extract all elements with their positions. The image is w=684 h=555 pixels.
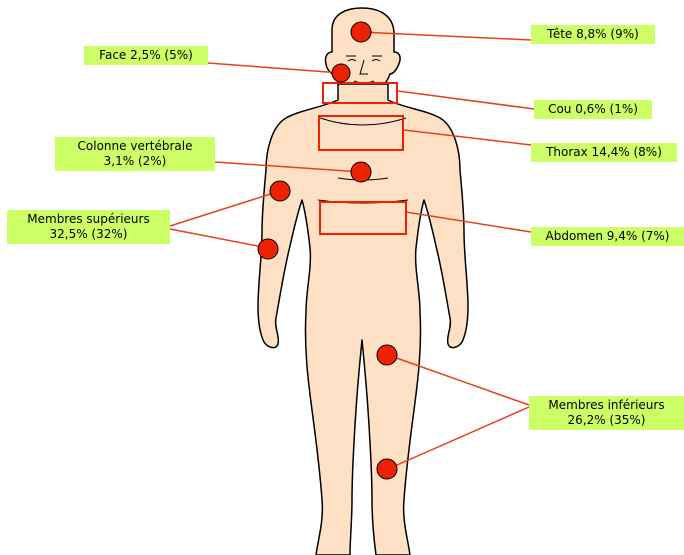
- body-silhouette: [258, 8, 468, 555]
- label-membres-inferieurs-line2: 26,2% (35%): [535, 413, 678, 428]
- marker-forearm: [258, 239, 278, 259]
- label-abdomen: Abdomen 9,4% (7%): [531, 227, 684, 246]
- marker-upper-arm: [270, 181, 290, 201]
- label-thorax: Thorax 14,4% (8%): [531, 143, 677, 162]
- marker-head: [351, 22, 371, 42]
- marker-face: [332, 64, 350, 82]
- label-tete: Tête 8,8% (9%): [531, 25, 655, 44]
- label-membres-inferieurs-line1: Membres inférieurs: [535, 398, 678, 413]
- label-membres-inferieurs: Membres inférieurs 26,2% (35%): [529, 396, 684, 430]
- label-colonne: Colonne vertébrale 3,1% (2%): [55, 137, 215, 171]
- label-face: Face 2,5% (5%): [84, 46, 208, 65]
- label-membres-superieurs: Membres supérieurs 32,5% (32%): [7, 210, 170, 244]
- marker-spine: [351, 162, 371, 182]
- marker-shin: [377, 459, 397, 479]
- body-shape: [258, 84, 468, 555]
- label-cou: Cou 0,6% (1%): [534, 100, 652, 119]
- label-membres-superieurs-line2: 32,5% (32%): [13, 227, 164, 242]
- label-colonne-line2: 3,1% (2%): [61, 154, 209, 169]
- label-colonne-line1: Colonne vertébrale: [61, 139, 209, 154]
- marker-thigh: [377, 345, 397, 365]
- label-membres-superieurs-line1: Membres supérieurs: [13, 212, 164, 227]
